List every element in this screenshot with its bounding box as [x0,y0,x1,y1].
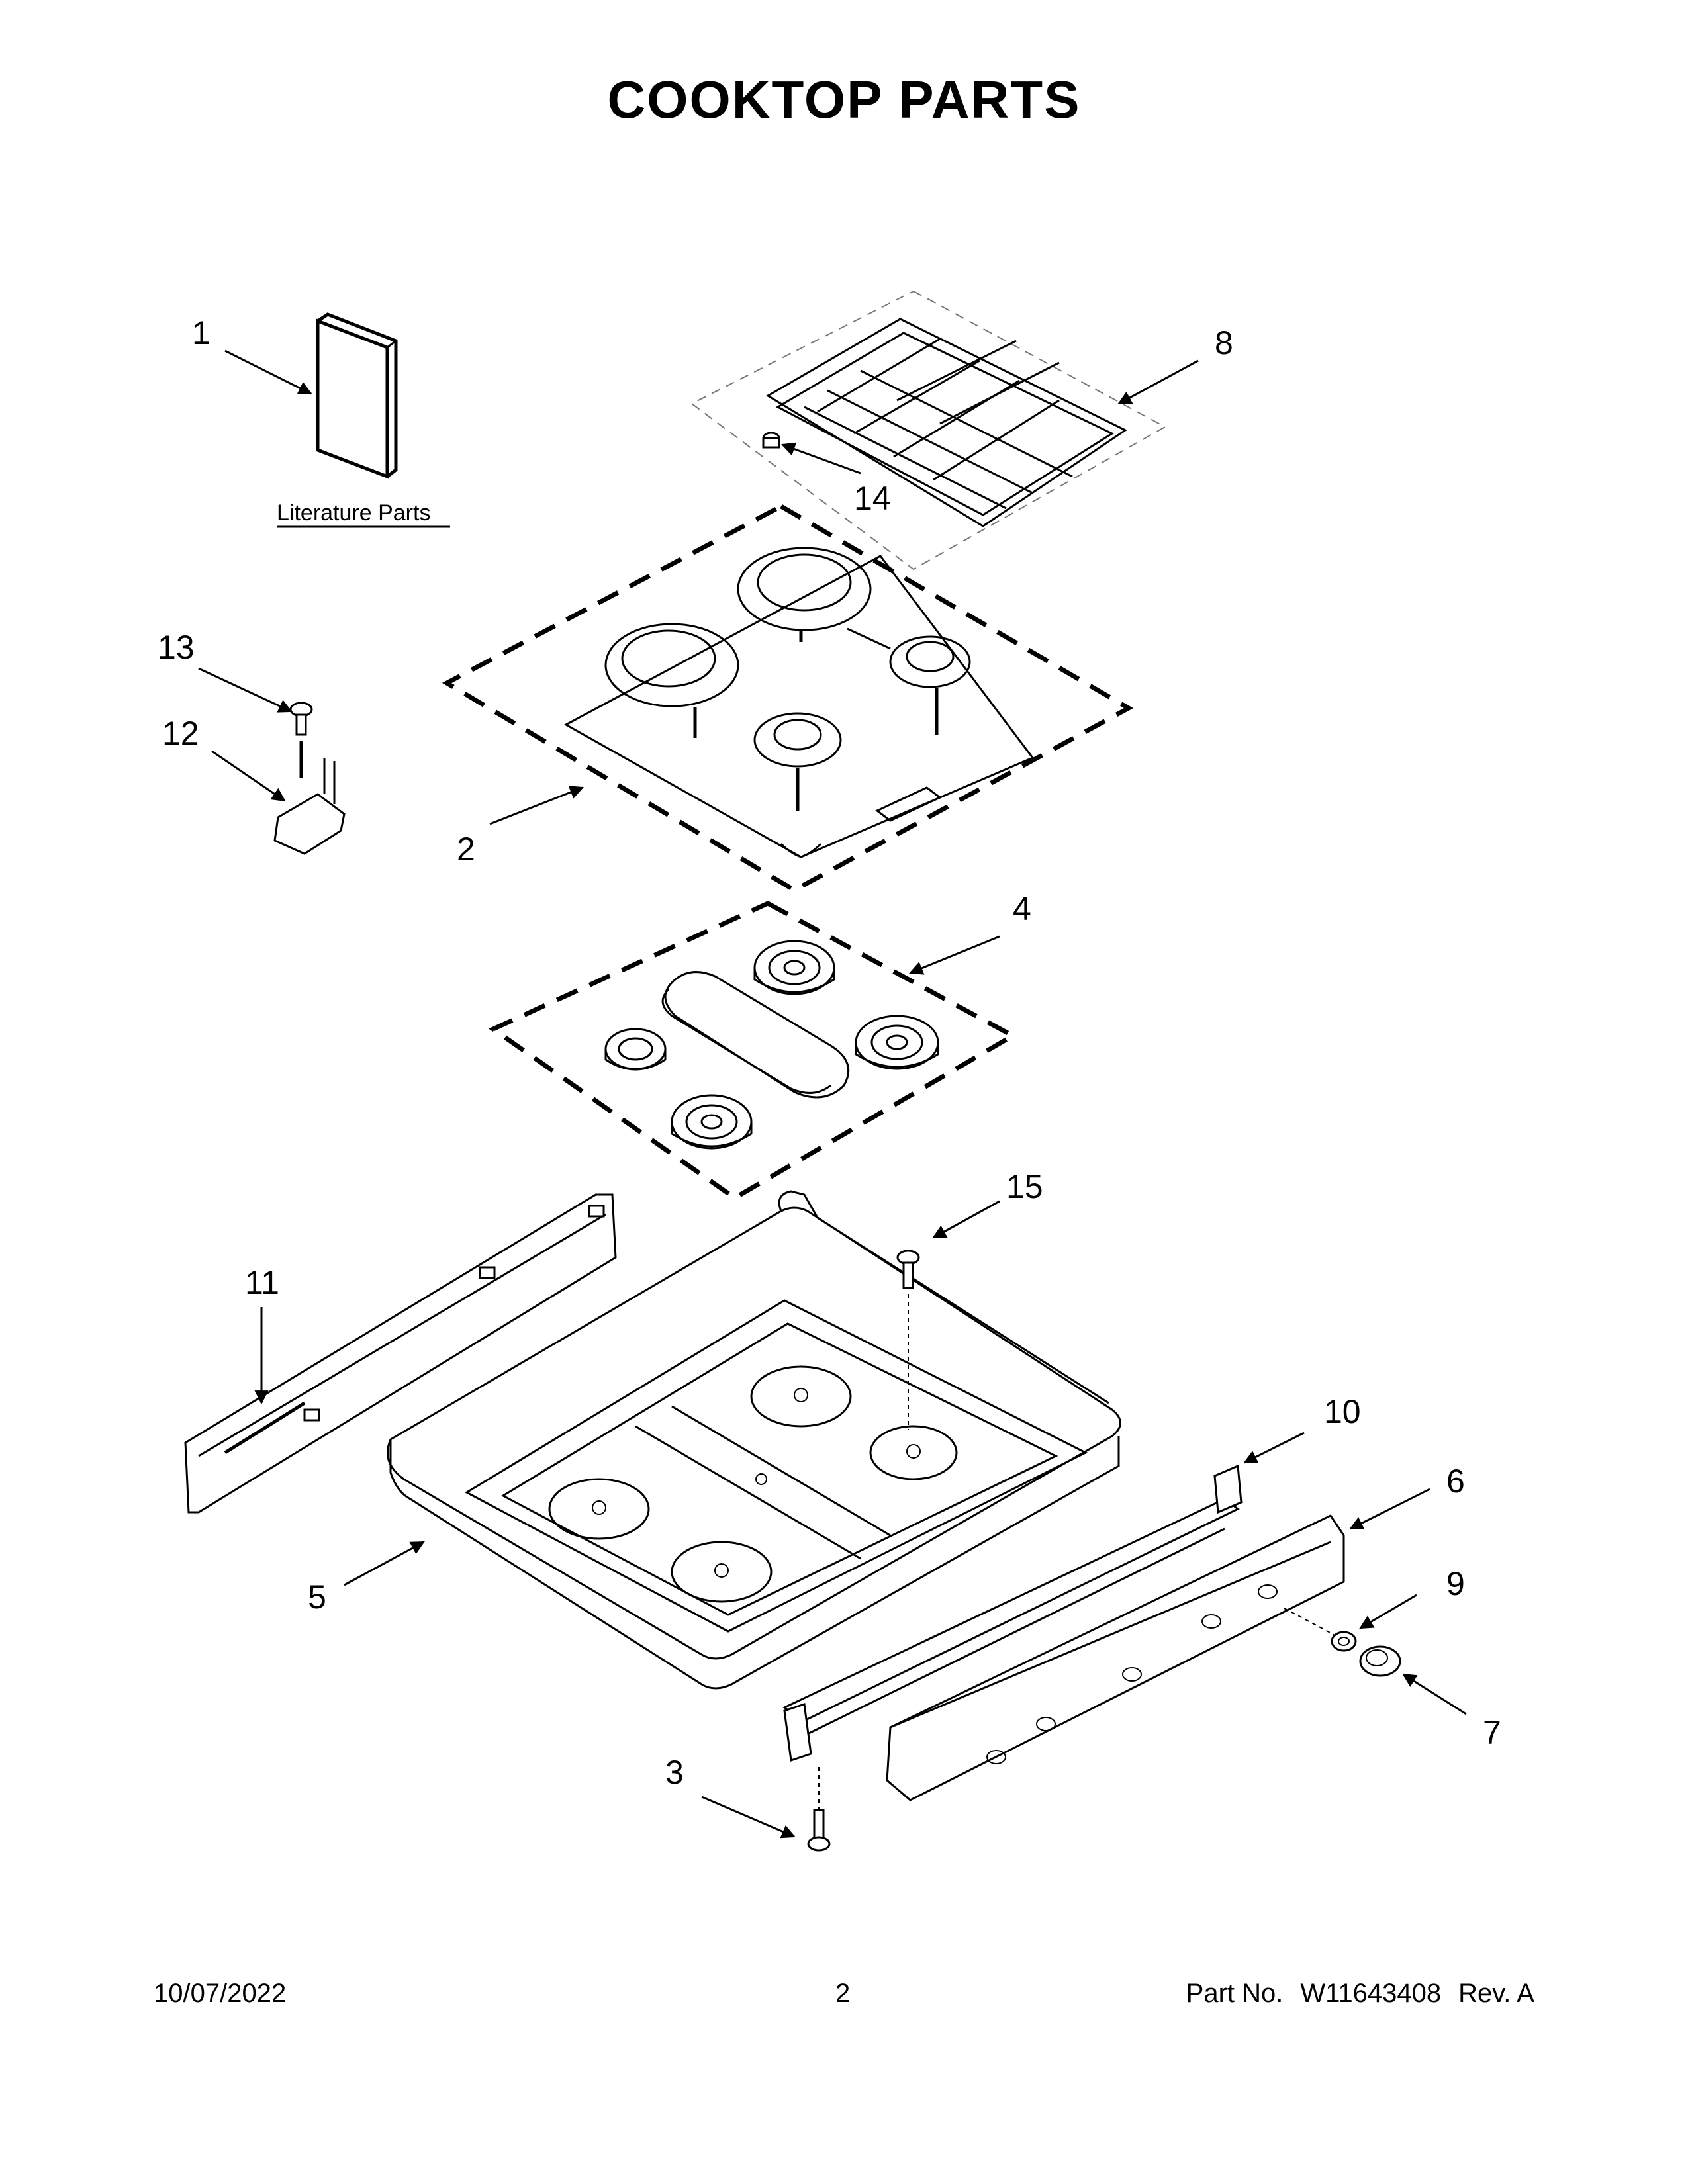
callout-15: 15 [1006,1168,1043,1205]
bracket[interactable] [783,1464,1243,1762]
callout-10: 10 [1324,1393,1361,1430]
callout-14: 14 [854,480,891,517]
callout-4: 4 [1013,890,1031,927]
burners[interactable] [488,901,1018,1201]
footer-page-number: 2 [835,1979,851,2008]
callout-2: 2 [457,831,475,868]
part-label: Part No. [1186,1979,1284,2008]
callout-7: 7 [1483,1714,1501,1751]
callout-11: 11 [245,1264,279,1301]
callout-12: 12 [162,715,199,752]
cooktop-base[interactable] [387,1190,1121,1690]
part-number: W11643408 [1300,1979,1442,2008]
clip[interactable] [273,758,346,855]
cooktop-panel[interactable] [442,503,1134,893]
screw-top-center[interactable] [896,1250,920,1430]
footer-part-info: Part No. W11643408 Rev. A [1186,1979,1534,2009]
footer-date: 10/07/2022 [154,1979,287,2008]
callout-13: 13 [158,629,195,666]
rear-trim[interactable] [184,1193,617,1514]
callout-9: 9 [1446,1565,1465,1602]
literature-parts-label: Literature Parts [277,500,430,525]
literature-booklet[interactable] [316,312,398,479]
bezel-ring[interactable] [1331,1631,1357,1652]
callout-1: 1 [192,314,211,351]
callout-5: 5 [308,1578,326,1615]
knob[interactable] [1359,1645,1401,1677]
grates[interactable] [690,290,1167,570]
page-title: COOKTOP PARTS [607,70,1081,129]
callout-6: 6 [1446,1463,1465,1500]
callout-8: 8 [1215,324,1233,361]
callout-3: 3 [665,1754,684,1791]
manifold-panel[interactable] [782,1498,1345,1801]
revision: Rev. A [1458,1979,1534,2008]
screw-upper-left[interactable] [289,702,313,778]
grate-foot[interactable] [762,432,780,449]
screw-bottom[interactable] [807,1767,831,1852]
